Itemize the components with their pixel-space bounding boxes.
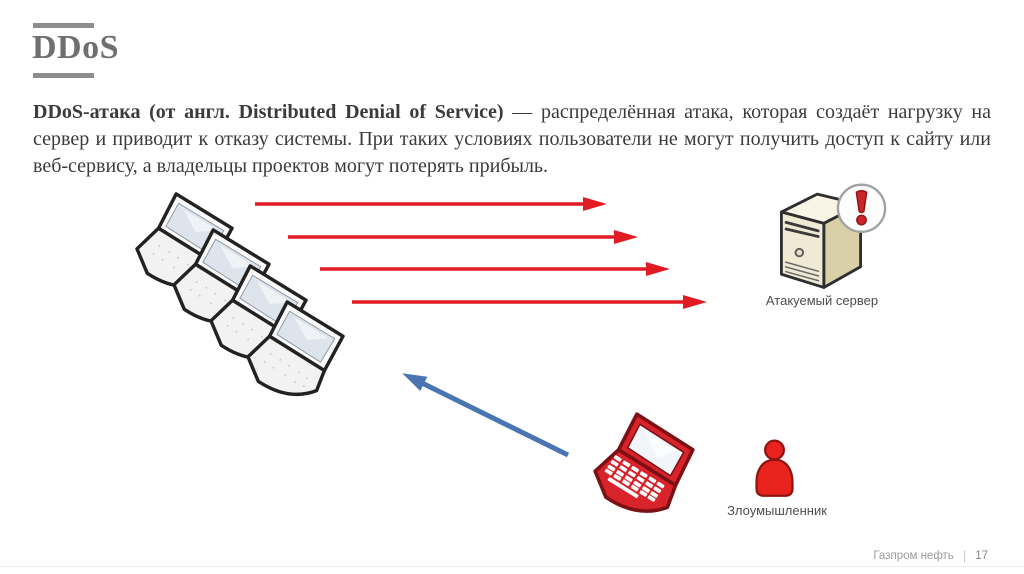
attacked-server-label: Атакуемый сервер xyxy=(765,293,879,308)
slide-footer: Газпром нефть | 17 xyxy=(873,549,988,562)
title-bottom-rule xyxy=(33,73,94,78)
attack-arrows-group xyxy=(255,197,707,309)
slide-bottom-edge xyxy=(0,566,1024,567)
title-top-rule xyxy=(33,23,94,28)
attacker-laptop-icon xyxy=(593,412,695,513)
footer-page-number: 17 xyxy=(975,549,988,562)
slide-body-text: DDoS-атака (от англ. Distributed Denial … xyxy=(33,99,991,180)
attacker-person-icon xyxy=(755,439,794,497)
attacked-server-icon xyxy=(779,183,887,289)
footer-separator: | xyxy=(962,548,967,563)
botnet-laptops-group xyxy=(135,192,345,397)
attacker-label: Злоумышленник xyxy=(727,503,827,518)
body-bold-lead: DDoS-атака (от англ. Distributed Denial … xyxy=(33,101,504,123)
body-regular-text: — распределённая атака, которая создаёт … xyxy=(33,101,991,177)
footer-brand: Газпром нефть xyxy=(873,549,954,562)
slide-title: DDoS xyxy=(32,29,120,66)
control-arrow-icon xyxy=(402,373,570,458)
